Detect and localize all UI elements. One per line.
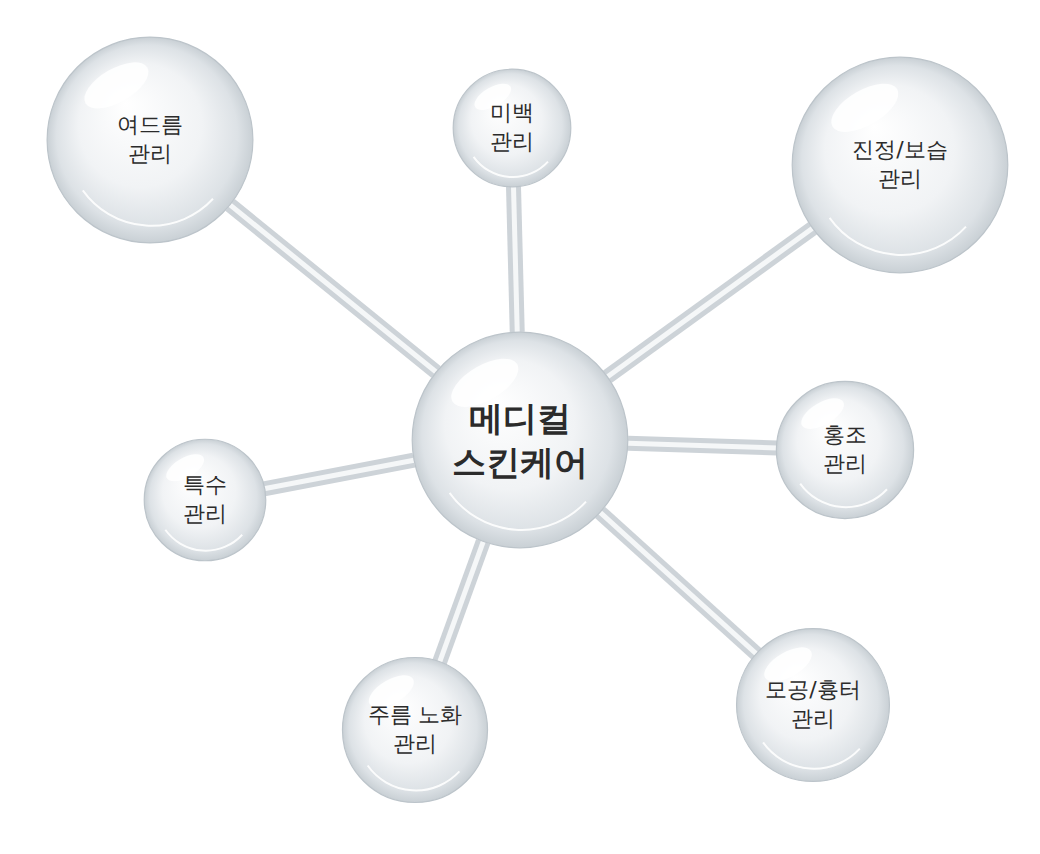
tube-highlight [600,512,757,654]
glass-sphere [735,627,891,783]
tube-highlight [264,460,414,489]
sphere-body [342,657,487,802]
node-label: 홍조 관리 [819,421,872,478]
glass-sphere [341,656,489,804]
node-label: 진정/보습 관리 [845,136,955,193]
sphere-rim [165,530,242,551]
node-label: 특수 관리 [179,471,232,528]
sphere-body [737,629,890,782]
glass-sphere [790,55,1010,275]
glass-tube [600,512,757,654]
sphere-highlight [77,53,156,118]
sphere-body [776,381,913,518]
molecule-ball: 메디컬 스킨케어 [410,330,630,550]
tube-highlight [628,443,777,448]
node-label: 미백 관리 [486,99,539,156]
node-label: 모공/흉터 관리 [762,676,863,733]
sphere-highlight [824,74,906,142]
molecule-ball: 진정/보습 관리 [790,55,1010,275]
molecule-ball: 주름 노화 관리 [341,656,489,804]
sphere-body [412,332,628,548]
sphere-body [144,439,266,561]
tube-highlight [607,228,812,376]
molecule-ball: 미백 관리 [452,68,572,188]
molecule-ball: 특수 관리 [143,438,267,562]
glass-tube [440,542,484,663]
glass-tube [513,186,517,332]
sphere-rim [830,218,966,255]
glass-sphere [410,330,630,550]
sphere-rim [83,190,213,225]
glass-tube [628,443,777,448]
node-label: 주름 노화 관리 [364,701,465,758]
molecule-ball: 홍조 관리 [775,380,915,520]
hub-label: 메디컬 스킨케어 [445,396,595,484]
sphere-body [453,69,571,187]
sphere-body [792,57,1008,273]
molecule-ball: 여드름 관리 [45,35,255,245]
glass-sphere [143,438,267,562]
sphere-rim [368,766,460,791]
molecule-ball: 모공/흉터 관리 [735,627,891,783]
tube-highlight [230,205,436,372]
sphere-rim [763,742,860,768]
sphere-rim [474,157,548,177]
glass-tube [607,228,812,376]
glass-sphere [45,35,255,245]
sphere-rim [800,484,887,508]
glass-sphere [452,68,572,188]
sphere-rim [450,493,586,530]
tube-highlight [513,186,517,332]
sphere-body [47,37,253,243]
tube-highlight [440,542,484,663]
glass-tube [230,205,436,372]
glass-tube [264,460,414,489]
glass-sphere [775,380,915,520]
node-label: 여드름 관리 [113,111,188,168]
